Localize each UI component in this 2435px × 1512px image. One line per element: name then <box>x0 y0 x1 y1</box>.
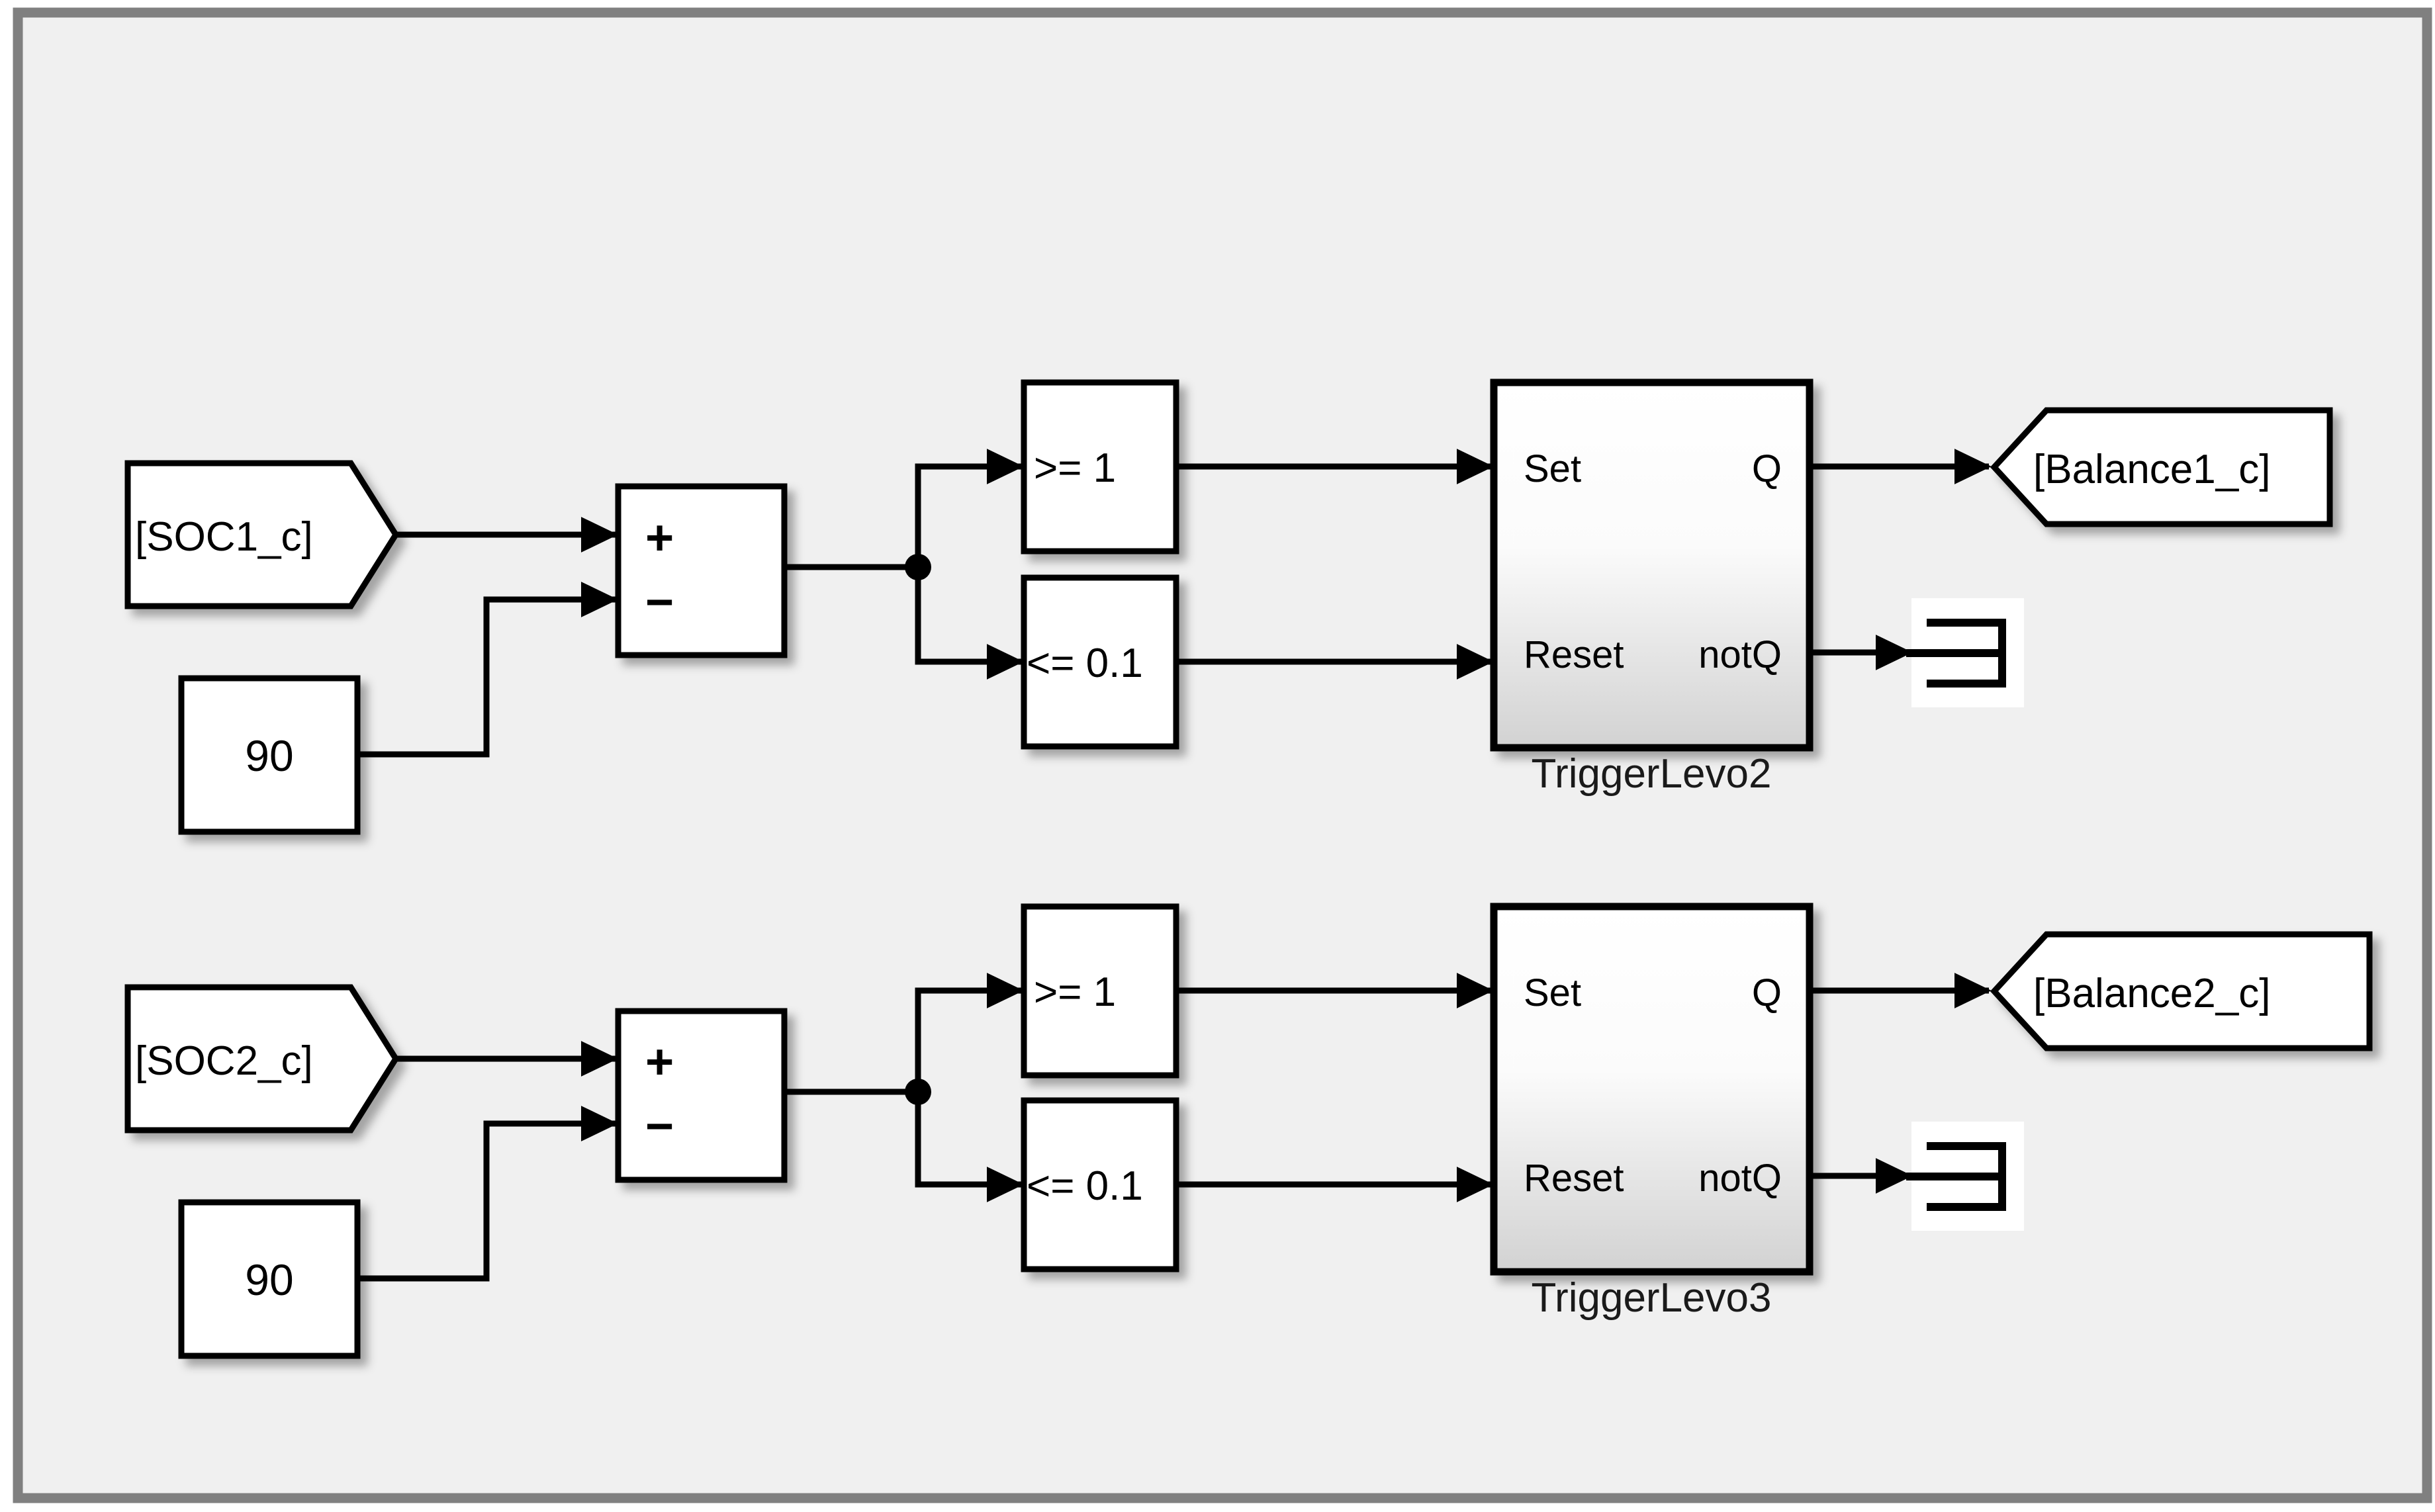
signal-branch-point[interactable] <box>905 1079 931 1105</box>
sum-block-row1[interactable] <box>615 483 788 658</box>
sr-flipflop-reset-port-label: Reset <box>1524 1157 1624 1200</box>
wire-branch1-to-le1 <box>915 567 1024 680</box>
wire-branch2-to-ge2 <box>915 973 1024 1092</box>
relational-operator-le-row1[interactable] <box>1021 574 1179 750</box>
goto-block-balance1[interactable] <box>1990 407 2333 527</box>
sr-flipflop-row2-name: TriggerLevo3 <box>1531 1275 1771 1321</box>
constant-block-shape[interactable] <box>178 1199 361 1359</box>
wire-const1-to-sum1 <box>357 582 618 758</box>
goto-block-shape[interactable] <box>1990 407 2333 527</box>
sum-block-row2[interactable] <box>615 1008 788 1183</box>
goto-block-balance1-label: [Balance1_c] <box>2033 447 2270 492</box>
from-block-soc2-label: [SOC2_c] <box>135 1038 313 1084</box>
relational-le-label: <= 0.1 <box>1027 1163 1143 1209</box>
sum-block-minus-sign: − <box>645 574 674 629</box>
sum-block-shape[interactable] <box>615 1008 788 1183</box>
sum-block-plus-sign: + <box>645 1034 674 1089</box>
signal-branch-point[interactable] <box>905 554 931 580</box>
sum-block-shape[interactable] <box>615 483 788 658</box>
relational-ge-shape[interactable] <box>1021 379 1179 555</box>
row-1-group: [SOC1_c] 90 + − >= 1 <= 0.1 <box>124 378 2333 835</box>
constant-block-shape[interactable] <box>178 675 361 835</box>
constant-block-90-row2[interactable] <box>178 1199 361 1359</box>
constant-block-90-row1[interactable] <box>178 675 361 835</box>
wire-branch2-to-le2 <box>915 1092 1024 1202</box>
wire-const2-to-sum2 <box>357 1106 618 1282</box>
relational-le-shape[interactable] <box>1021 574 1179 750</box>
sum-block-plus-sign: + <box>645 510 674 565</box>
from-block-shape[interactable] <box>124 984 400 1134</box>
from-block-soc1-label: [SOC1_c] <box>135 514 313 560</box>
relational-ge-label: >= 1 <box>1034 969 1116 1015</box>
goto-block-balance2[interactable] <box>1990 931 2373 1051</box>
sr-flipflop-q-port-label: Q <box>1752 447 1782 490</box>
sr-flipflop-q-port-label: Q <box>1752 971 1782 1014</box>
constant-block-90-row2-value: 90 <box>245 1255 293 1304</box>
from-block-soc2[interactable] <box>124 984 400 1134</box>
sr-flipflop-set-port-label: Set <box>1524 971 1581 1014</box>
constant-block-90-row1-value: 90 <box>245 731 293 780</box>
goto-block-shape[interactable] <box>1990 931 2373 1051</box>
terminator-block-row1[interactable] <box>1906 598 2024 707</box>
relational-operator-ge-row2[interactable] <box>1021 903 1179 1079</box>
relational-ge-label: >= 1 <box>1034 445 1116 491</box>
sr-flipflop-row2[interactable] <box>1490 903 1814 1276</box>
row-1-wires <box>357 449 1992 758</box>
goto-block-balance2-label: [Balance2_c] <box>2033 971 2270 1016</box>
relational-operator-ge-row1[interactable] <box>1021 379 1179 555</box>
relational-le-label: <= 0.1 <box>1027 641 1143 686</box>
sr-flipflop-set-port-label: Set <box>1524 447 1581 490</box>
row-2-group: [SOC2_c] 90 + − >= 1 <= 0.1 <box>124 903 2373 1359</box>
terminator-block-row2[interactable] <box>1906 1122 2024 1231</box>
sr-flipflop-shape[interactable] <box>1490 903 1814 1276</box>
wire-branch1-to-ge1 <box>915 449 1024 567</box>
terminator-icon <box>1906 619 2006 688</box>
from-block-soc1[interactable] <box>124 460 400 609</box>
row-2-wires <box>357 973 1992 1282</box>
sum-block-minus-sign: − <box>645 1098 674 1153</box>
relational-operator-le-row2[interactable] <box>1021 1097 1179 1272</box>
from-block-shape[interactable] <box>124 460 400 609</box>
terminator-icon <box>1906 1142 2006 1211</box>
relational-le-shape[interactable] <box>1021 1097 1179 1272</box>
sr-flipflop-shape[interactable] <box>1490 378 1814 752</box>
sr-flipflop-notq-port-label: notQ <box>1698 1157 1782 1200</box>
sr-flipflop-row1[interactable] <box>1490 378 1814 752</box>
sr-flipflop-row1-name: TriggerLevo2 <box>1531 751 1771 797</box>
sr-flipflop-reset-port-label: Reset <box>1524 633 1624 676</box>
sr-flipflop-notq-port-label: notQ <box>1698 633 1782 676</box>
relational-ge-shape[interactable] <box>1021 903 1179 1079</box>
